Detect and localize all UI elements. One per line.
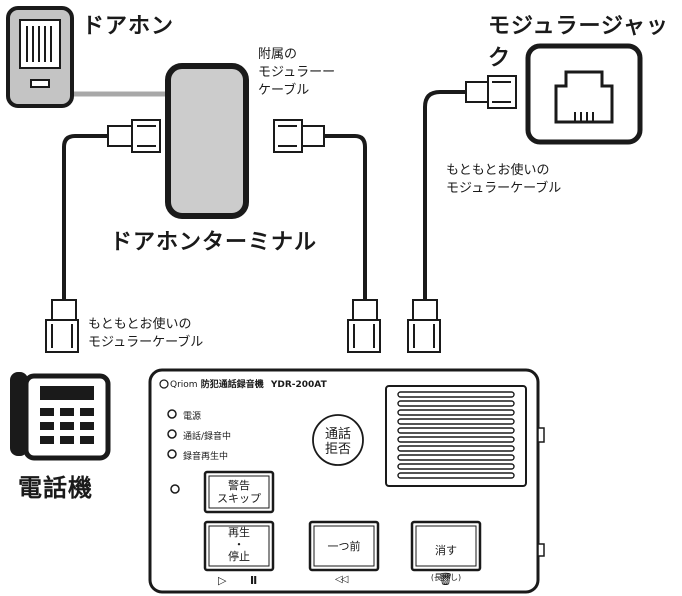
plug-phone <box>45 299 79 353</box>
recorder-header: Qriom 防犯通話録音機 YDR-200AT <box>170 377 327 390</box>
led-warning <box>170 484 180 494</box>
speaker-grille <box>385 385 527 487</box>
led-power <box>167 409 177 419</box>
pause-icon: Ⅱ <box>250 574 258 587</box>
delete-button-label: 消す <box>435 544 457 557</box>
device-name-label: 防犯通話録音機 <box>200 380 264 390</box>
doorphone-label: ドアホン <box>82 14 175 39</box>
trash-icon: 🗑 <box>438 572 454 586</box>
play-stop-button[interactable]: 再生 ・ 停止 <box>228 526 250 563</box>
previous-button[interactable]: 一つ前 <box>327 540 361 553</box>
door-terminal-label: ドアホンターミナル <box>110 230 318 255</box>
led-play <box>167 449 177 459</box>
cable-terminal-right <box>302 134 367 300</box>
modular-jack-icon <box>525 43 643 145</box>
model-label: YDR-200AT <box>270 380 327 390</box>
plug-terminal-right <box>273 119 325 153</box>
existing-cable-label-left: もともとお使いの モジュラーケーブル <box>88 317 204 350</box>
play-icon: ▷ <box>218 574 227 587</box>
existing-cable-label-top: もともとお使いの モジュラーケーブル <box>446 163 562 196</box>
indicator-power-label: 電源 <box>183 412 202 422</box>
delete-button-sub: (長押し) <box>430 573 462 582</box>
block-call-button[interactable]: 通話 拒否 <box>324 427 351 457</box>
warning-skip-button[interactable]: 警告 スキップ <box>217 479 261 505</box>
cable-jack <box>423 90 469 300</box>
attached-cable-label: 附属の モジュラーー ケーブル <box>258 47 336 98</box>
door-terminal <box>165 63 249 219</box>
plug-jack <box>465 75 517 109</box>
doorphone-device <box>6 6 74 108</box>
plug-terminal-left <box>107 119 161 153</box>
brand-label: Qriom <box>170 380 198 390</box>
delete-button[interactable]: 消す (長押し) <box>412 531 480 584</box>
led-talk <box>167 429 177 439</box>
plug-recorder-left <box>347 299 381 353</box>
telephone-label: 電話機 <box>18 474 93 502</box>
plug-recorder-right <box>407 299 441 353</box>
rewind-icon: ◁◁ <box>335 574 348 585</box>
modular-jack-label: モジュラージャック <box>488 14 669 71</box>
indicator-talk-label: 通話/録音中 <box>183 432 232 442</box>
recorder-device <box>148 368 545 594</box>
cable-terminal-left <box>62 134 110 302</box>
telephone-icon <box>10 372 111 461</box>
block-call-button-shape <box>312 414 364 466</box>
indicator-play-label: 録音再生中 <box>183 452 229 462</box>
